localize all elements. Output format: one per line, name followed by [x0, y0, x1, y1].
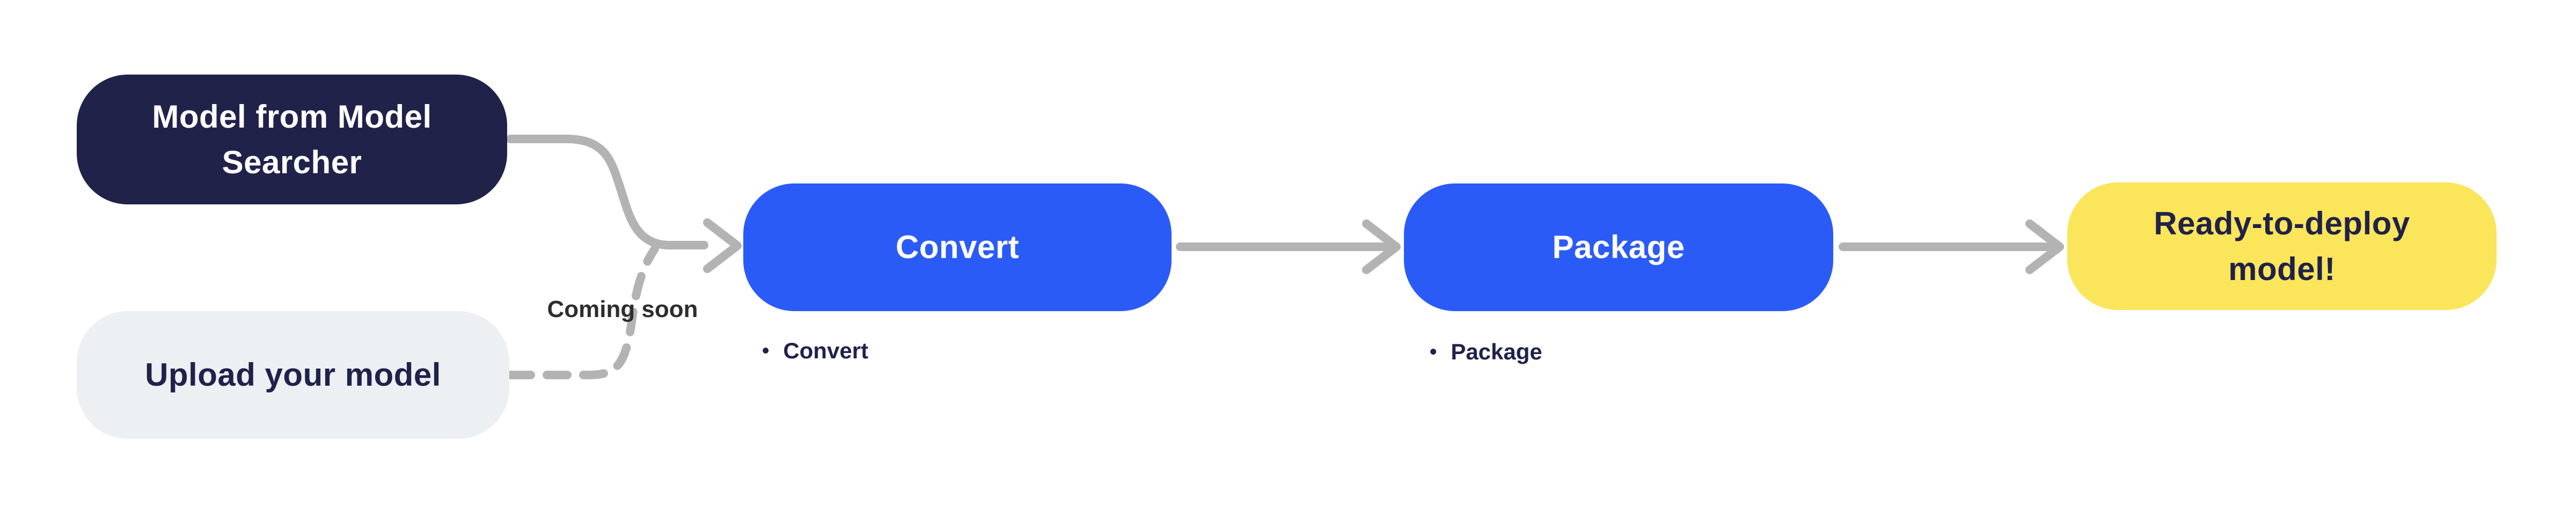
- bullet-dot-icon: •: [762, 340, 770, 362]
- coming-soon-label: Coming soon: [547, 296, 698, 322]
- node-package-label: Package: [1552, 229, 1685, 266]
- package-bullet-item: • Package: [1430, 339, 1542, 365]
- node-ready-to-deploy-model-label: Ready-to-deploy model!: [2154, 205, 2410, 287]
- node-convert-label: Convert: [895, 229, 1020, 266]
- convert-bullet-item: • Convert: [762, 338, 868, 364]
- node-upload-your-model: Upload your model: [77, 311, 509, 439]
- arrow-upload-to-convert-dashed: [506, 245, 659, 379]
- node-model-from-model-searcher: Model from Model Searcher: [77, 75, 507, 204]
- arrowhead-into-convert: [703, 218, 742, 273]
- arrowhead-into-ready: [2025, 219, 2064, 274]
- node-package: Package: [1404, 183, 1833, 311]
- bullet-dot-icon: •: [1430, 341, 1437, 363]
- node-model-from-model-searcher-label: Model from Model Searcher: [152, 98, 432, 180]
- arrowhead-into-package: [1362, 219, 1401, 274]
- node-convert: Convert: [743, 183, 1172, 311]
- arrow-model-searcher-to-convert: [506, 135, 708, 249]
- convert-bullet-label: Convert: [783, 338, 869, 363]
- package-bullet-label: Package: [1451, 339, 1542, 364]
- node-upload-your-model-label: Upload your model: [145, 357, 441, 393]
- node-ready-to-deploy-model: Ready-to-deploy model!: [2067, 182, 2497, 310]
